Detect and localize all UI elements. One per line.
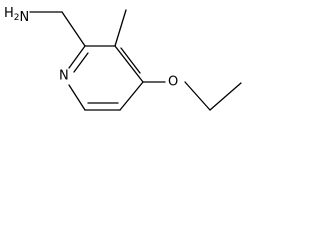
bonds — [29, 9, 242, 111]
bond-ch2-ch3 — [209, 82, 242, 111]
oxygen-label: O — [168, 75, 178, 90]
bond-c3-c4-double — [120, 47, 141, 74]
bond-n-c2 — [68, 45, 86, 69]
bond-n-c2-double — [73, 52, 89, 73]
bond-o-ch2 — [184, 81, 211, 111]
amine-label: H2N — [4, 6, 29, 25]
bond-ch2-c2 — [61, 11, 86, 47]
ring-nitrogen-label: N — [59, 69, 69, 84]
chemical-structure-diagram: H2N N O — [4, 6, 242, 111]
bond-c6-n — [68, 84, 86, 111]
bond-c3-methyl — [114, 9, 127, 47]
bond-c3-c4 — [114, 45, 144, 83]
bond-c4-c5 — [119, 81, 144, 111]
